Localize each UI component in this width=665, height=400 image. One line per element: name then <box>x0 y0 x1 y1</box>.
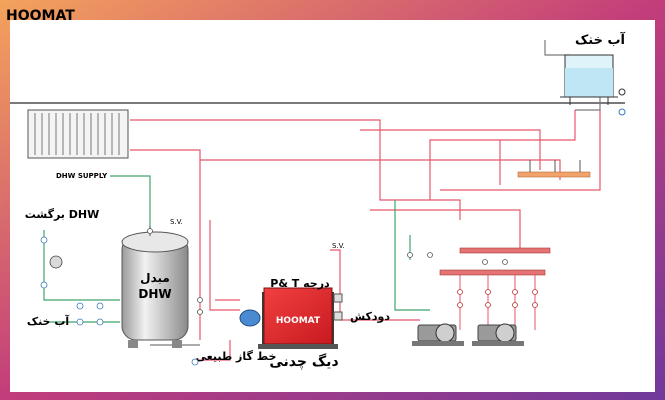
dhw-return-label: برگشت DHW <box>25 208 100 221</box>
sv-label-exchanger: S.V. <box>170 218 183 226</box>
header-manifold-bottom <box>439 269 546 276</box>
chimney-label: دودکش <box>350 310 390 323</box>
pt-gauge-label: P& T درجه <box>270 277 330 290</box>
pipe-valves <box>147 228 508 366</box>
header-manifold-top <box>517 160 591 178</box>
dhw-return-valve-stack <box>40 236 63 289</box>
boiler-label: دیگ چدنی <box>269 353 338 370</box>
sv-label-boiler: S.V. <box>332 242 345 250</box>
logo-text: HOOMAT <box>6 8 75 24</box>
dhw-supply-label: DHW SUPPLY <box>56 172 108 180</box>
cold-water-tank-label: آب خنک <box>575 31 626 48</box>
cast-iron-boiler <box>239 287 343 349</box>
hoomat-logo: HOOMAT <box>6 8 75 24</box>
exchanger-label-line1: مبدل <box>140 271 170 285</box>
boiler-logo-text: HOOMAT <box>276 316 321 326</box>
circulation-pump-2 <box>472 323 524 346</box>
gas-line-label: خط گاز طبیعی <box>196 350 277 363</box>
cold-water-inlet-label: آب خنک <box>27 314 70 328</box>
exchanger-label-line2: DHW <box>138 287 171 301</box>
pipes <box>10 40 625 361</box>
cold-water-tank <box>560 54 626 116</box>
dhw-exchanger-tank <box>121 226 189 348</box>
radiator <box>27 109 129 159</box>
circulation-pump-1 <box>412 323 464 346</box>
pump-branch-valves <box>457 289 538 308</box>
header-manifold-middle <box>459 247 551 254</box>
cold-water-inlet-valves <box>76 302 104 326</box>
